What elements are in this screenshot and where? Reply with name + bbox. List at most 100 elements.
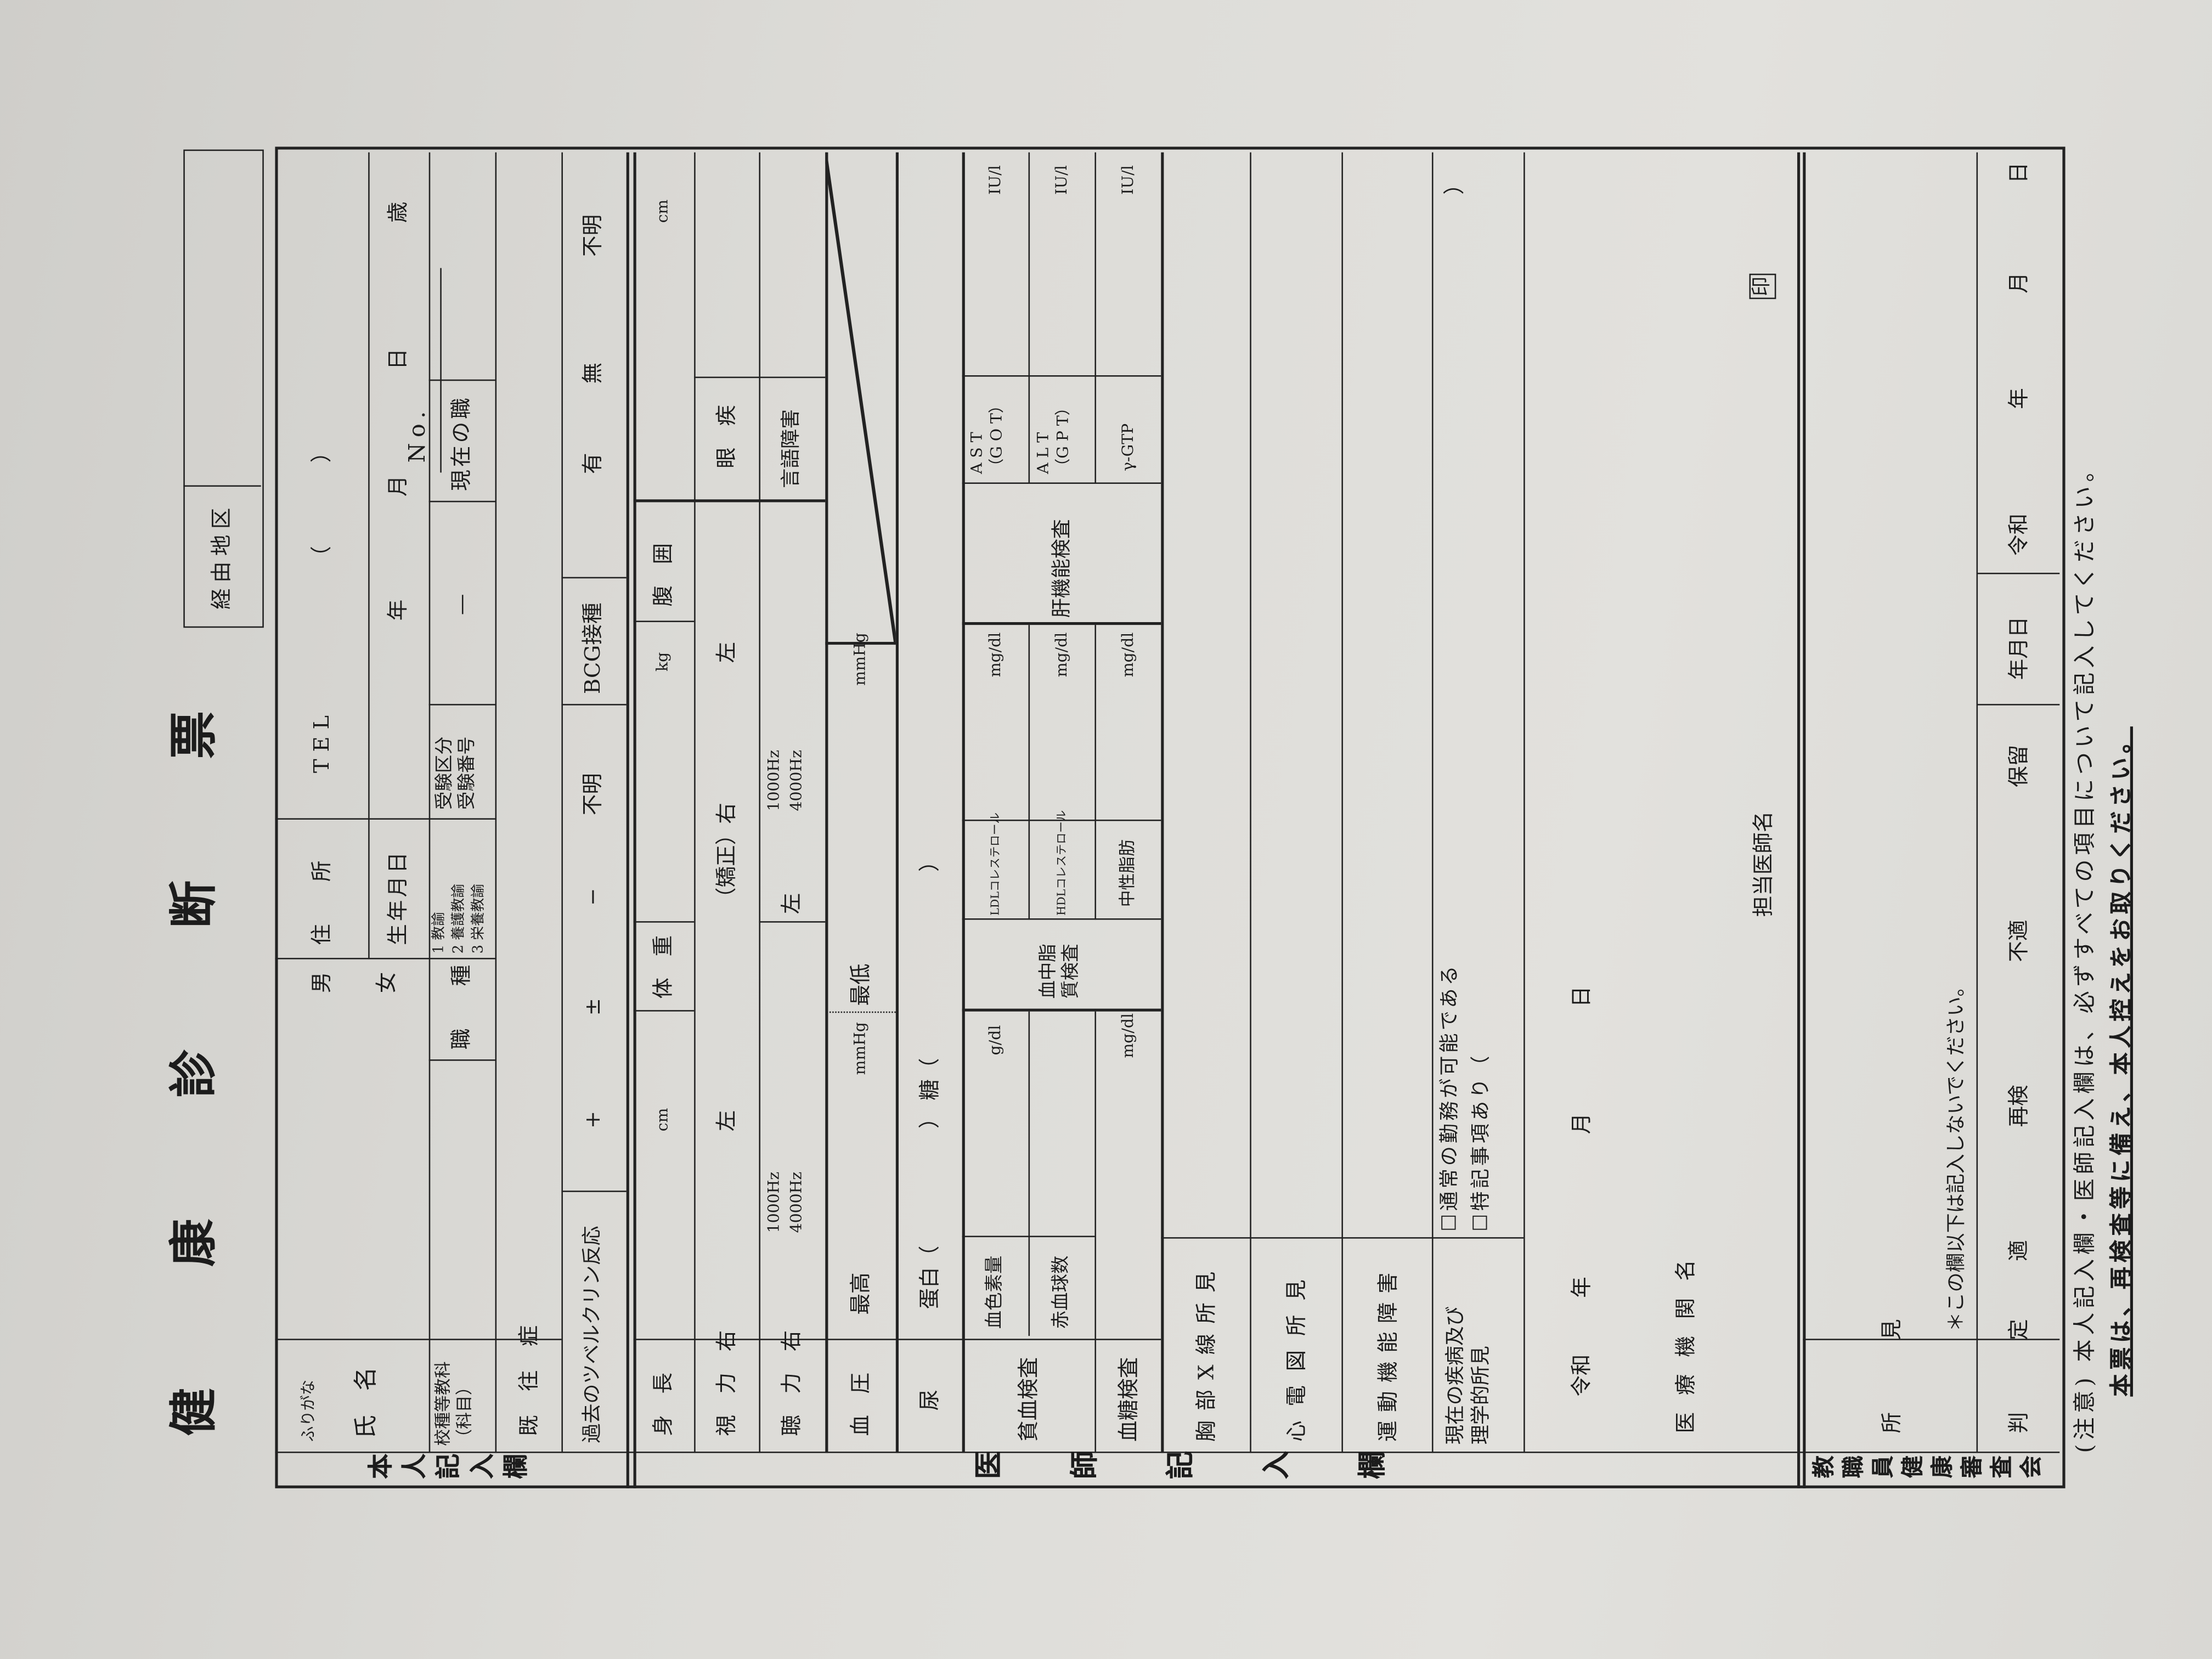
hearing-left-4000hz: 4000Hz — [787, 749, 806, 811]
judgment-date-month: 月 — [2006, 272, 2032, 294]
rbc-label: 赤血球数 — [1051, 1255, 1073, 1329]
do-not-fill-notice: ＊この欄以下は記入しないでください。 — [1945, 977, 1968, 1332]
tuberculin-option-negative[interactable]: − — [579, 888, 606, 906]
alt-label: A L T （G P T） — [1034, 400, 1073, 474]
height-unit: cm — [653, 1108, 672, 1132]
table-rule — [962, 375, 1161, 377]
judgment-date-label: 年月日 — [2006, 616, 2032, 680]
motor-disorder-label: 運動機能障害 — [1375, 1263, 1401, 1442]
route-area-label: 経由地区 — [208, 502, 234, 610]
sex-male-option[interactable]: 男 — [309, 972, 335, 994]
ast-unit: IU/l — [986, 165, 1005, 195]
table-rule — [1976, 572, 2060, 574]
table-rule — [633, 1010, 695, 1012]
hearing-right-1000hz: 1000Hz — [764, 1171, 783, 1233]
table-rule — [368, 152, 370, 960]
table-rule — [1976, 152, 1978, 1453]
health-check-form: 健康診断票 No. 経由地区 本人記入欄 ふりがな 氏 名 男 女 住 所 生年… — [141, 113, 2144, 1523]
job-option-nutrition-teacher[interactable]: 3 栄養教諭 — [471, 883, 487, 954]
urine-label: 尿 — [917, 1389, 943, 1411]
tuberculin-option-positive[interactable]: + — [579, 1110, 606, 1129]
judgment-option-recheck[interactable]: 再検 — [2006, 1085, 2032, 1127]
vision-corrected-right-label: （矯正）右 — [714, 803, 740, 909]
findings-label-line2: 理学的所見 — [1469, 1346, 1492, 1445]
table-rule — [1094, 1011, 1096, 1453]
job-option-teacher[interactable]: 1 教諭 — [431, 912, 448, 954]
urine-protein-label: 蛋白（ — [917, 1245, 943, 1310]
table-rule — [1094, 152, 1096, 484]
bcg-option-unknown[interactable]: 不明 — [579, 214, 606, 257]
exam-date-day: 日 — [1568, 986, 1594, 1007]
table-rule — [962, 482, 1161, 484]
hemoglobin-unit: g/dl — [986, 1025, 1005, 1056]
ldl-unit: mg/dl — [986, 632, 1005, 678]
alt-unit: IU/l — [1052, 165, 1071, 195]
special-notes-close: ） — [1441, 173, 1468, 195]
bp-high-unit: mmHg — [850, 1022, 869, 1075]
bcg-option-yes[interactable]: 有 — [579, 453, 606, 474]
urine-sugar-label: 糖（ — [917, 1058, 943, 1101]
ast-label-line1: A S T — [967, 432, 986, 474]
table-rule-dotted — [825, 1011, 896, 1013]
table-rule — [1094, 625, 1096, 920]
section-divider — [633, 152, 636, 1488]
institution-label: 医療機関名 — [1673, 1243, 1699, 1434]
tuberculin-option-unknown[interactable]: 不明 — [579, 773, 606, 816]
eye-disease-label: 眼 疾 — [714, 404, 740, 469]
birth-day-label: 日 — [385, 348, 411, 370]
judgment-option-unfit[interactable]: 不適 — [2006, 919, 2032, 962]
judgment-option-pending[interactable]: 保留 — [2006, 744, 2032, 787]
committee-findings-label: 所 見 — [1879, 1293, 1905, 1434]
table-rule — [428, 152, 431, 1453]
hearing-label: 聴 力 右 — [778, 1330, 804, 1436]
vision-left-label: 左 — [714, 1110, 740, 1132]
table-rule — [1161, 1237, 1524, 1239]
blood-pressure-label: 血 圧 — [848, 1372, 873, 1436]
ast-label-line2: （G O T） — [987, 397, 1006, 474]
birth-month-label: 月 — [385, 475, 411, 497]
table-rule — [694, 152, 696, 1453]
waist-unit: cm — [653, 199, 672, 223]
table-rule — [633, 499, 826, 503]
route-area-field[interactable] — [189, 158, 257, 479]
ast-label: A S T （G O T） — [968, 398, 1007, 474]
hemoglobin-label: 血色素量 — [984, 1255, 1006, 1329]
bp-low-label: 最低 — [848, 963, 873, 1006]
tuberculin-label: 過去のツベルクリン反応 — [581, 1226, 604, 1443]
name-field[interactable] — [279, 1061, 426, 1336]
exam-date-month: 月 — [1568, 1113, 1594, 1135]
table-rule — [275, 957, 495, 960]
subject-label-line1: 校種等教科 — [433, 1361, 453, 1446]
triglyceride-label: 中性脂肪 — [1117, 839, 1137, 907]
age-label: 歳 — [385, 201, 411, 223]
hearing-left-label: 左 — [778, 893, 804, 915]
table-rule — [1523, 152, 1525, 1453]
judgment-option-fit[interactable]: 適 — [2006, 1240, 2032, 1261]
ggtp-label: γ-GTP — [1119, 423, 1137, 471]
exam-label: 受験区分 受験番号 — [435, 736, 481, 810]
medical-history-label: 既 往 症 — [516, 1317, 542, 1436]
self-section-label: 本人記入欄 — [366, 1453, 537, 1483]
bcg-option-no[interactable]: 無 — [579, 362, 606, 384]
table-rule — [428, 379, 495, 381]
liver-test-label: 肝機能検査 — [1051, 519, 1074, 618]
seal-mark: 印 — [1749, 273, 1776, 300]
name-label: 氏 名 — [352, 1367, 381, 1439]
checkbox-special-notes[interactable]: ☐特記事項あり（ — [1470, 1053, 1493, 1232]
table-rule — [633, 1339, 1161, 1340]
vision-label: 視 力 右 — [714, 1330, 740, 1436]
section-divider — [626, 152, 629, 1488]
checkbox-normal-duty[interactable]: ☐通常の勤務が可能である — [1438, 963, 1462, 1232]
bp-high-label: 最高 — [848, 1272, 873, 1315]
table-rule — [1976, 704, 2060, 706]
sex-female-option[interactable]: 女 — [374, 972, 399, 994]
tel-open-paren: （ — [309, 546, 335, 567]
hearing-right-freqs: 1000Hz 4000Hz — [763, 1172, 808, 1233]
findings-label-line1: 現在の疾病及び — [1444, 1306, 1468, 1445]
birth-date-label: 生年月日 — [385, 849, 411, 945]
tel-close-paren: ） — [309, 441, 335, 463]
tuberculin-option-weak[interactable]: ± — [579, 998, 606, 1016]
job-option-nurse-teacher[interactable]: 2 養護教諭 — [451, 883, 467, 954]
